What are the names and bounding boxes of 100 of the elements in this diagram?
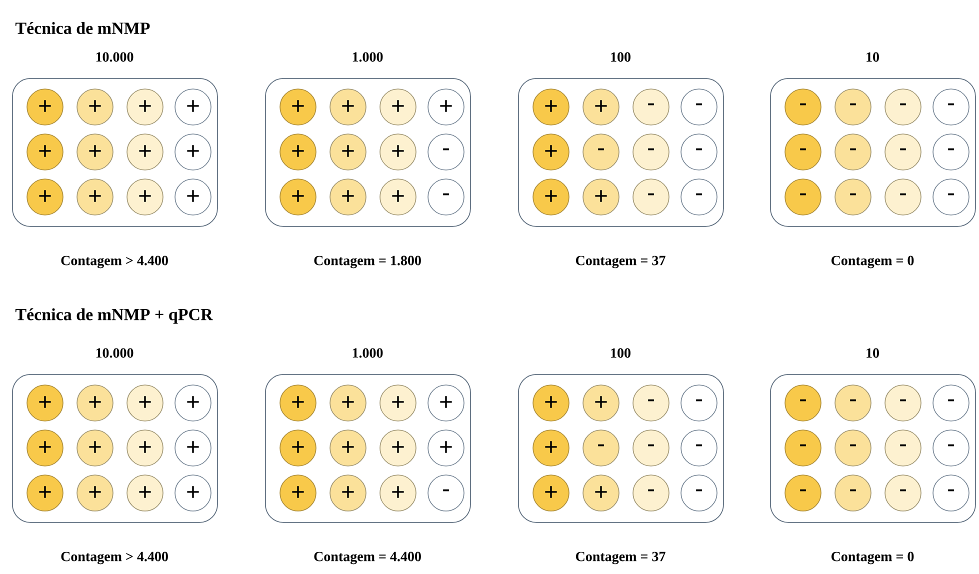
well: + [532, 474, 570, 512]
well: + [76, 134, 114, 170]
well: - [932, 384, 970, 422]
well: + [330, 134, 366, 170]
well: - [834, 178, 872, 216]
well: - [932, 134, 970, 170]
well: + [174, 384, 212, 422]
dilution-label: 10.000 [96, 52, 134, 62]
well: - [784, 178, 822, 216]
well: + [26, 384, 64, 422]
well: + [26, 178, 64, 216]
well: - [834, 88, 872, 126]
well: - [834, 430, 872, 466]
well: + [76, 178, 114, 216]
well: + [126, 474, 164, 512]
well: + [174, 134, 212, 170]
well: + [330, 474, 366, 512]
count-label: Contagem = 4.400 [314, 552, 421, 564]
well: - [932, 430, 970, 466]
well: - [932, 178, 970, 216]
well: - [632, 88, 670, 126]
count-label: Contagem = 0 [832, 552, 914, 564]
count-label: Contagem = 1.800 [314, 256, 421, 268]
count-label: Contagem = 37 [576, 552, 666, 564]
well: + [330, 178, 366, 216]
well: + [76, 474, 114, 512]
section-heading: Técnica de mNMP [15, 22, 150, 34]
well: - [680, 88, 718, 126]
well: - [632, 430, 670, 466]
well: - [834, 384, 872, 422]
well: + [280, 474, 316, 512]
well: + [26, 88, 64, 126]
well: + [582, 88, 620, 126]
well: - [428, 134, 464, 170]
count-label: Contagem > 4.400 [61, 552, 168, 564]
well: + [126, 430, 164, 466]
dilution-label: 10.000 [96, 348, 134, 358]
well: + [428, 384, 464, 422]
well: - [582, 134, 620, 170]
well: + [428, 88, 464, 126]
well: + [174, 430, 212, 466]
count-label: Contagem = 37 [576, 256, 666, 268]
well: - [884, 474, 922, 512]
well: - [632, 134, 670, 170]
well: - [884, 134, 922, 170]
well: - [784, 88, 822, 126]
well: + [532, 178, 570, 216]
section-heading: Técnica de mNMP + qPCR [15, 308, 213, 324]
well: - [784, 134, 822, 170]
well: + [280, 88, 316, 126]
well: + [532, 384, 570, 422]
well: - [834, 474, 872, 512]
well: + [126, 384, 164, 422]
well: + [26, 430, 64, 466]
dilution-label: 10 [866, 348, 879, 358]
dilution-label: 10 [866, 52, 879, 62]
well: + [126, 88, 164, 126]
well: + [280, 384, 316, 422]
well: + [380, 384, 416, 422]
well: - [582, 430, 620, 466]
well: + [380, 88, 416, 126]
well: + [380, 134, 416, 170]
well: - [680, 384, 718, 422]
well: - [884, 88, 922, 126]
well: - [834, 134, 872, 170]
well: - [932, 88, 970, 126]
well: - [884, 384, 922, 422]
dilution-label: 100 [611, 348, 630, 358]
well: + [330, 88, 366, 126]
well: + [76, 430, 114, 466]
count-label: Contagem > 4.400 [61, 256, 168, 268]
well: + [330, 384, 366, 422]
well: + [330, 430, 366, 466]
well: + [280, 430, 316, 466]
well: - [784, 430, 822, 466]
well: - [632, 178, 670, 216]
well: - [932, 474, 970, 512]
well: + [174, 88, 212, 126]
well: + [532, 430, 570, 466]
well: - [784, 384, 822, 422]
well: - [680, 474, 718, 512]
well: + [428, 430, 464, 466]
well: + [26, 474, 64, 512]
well: + [380, 474, 416, 512]
well: + [582, 474, 620, 512]
well: + [126, 134, 164, 170]
dilution-label: 100 [611, 52, 630, 62]
well: - [884, 178, 922, 216]
well: - [680, 430, 718, 466]
well: + [76, 88, 114, 126]
well: + [532, 134, 570, 170]
well: + [26, 134, 64, 170]
dilution-label: 1.000 [352, 348, 383, 358]
well: - [784, 474, 822, 512]
well: - [632, 474, 670, 512]
well: - [632, 384, 670, 422]
well: + [174, 474, 212, 512]
well: + [76, 384, 114, 422]
well: - [680, 178, 718, 216]
dilution-label: 1.000 [352, 52, 383, 62]
